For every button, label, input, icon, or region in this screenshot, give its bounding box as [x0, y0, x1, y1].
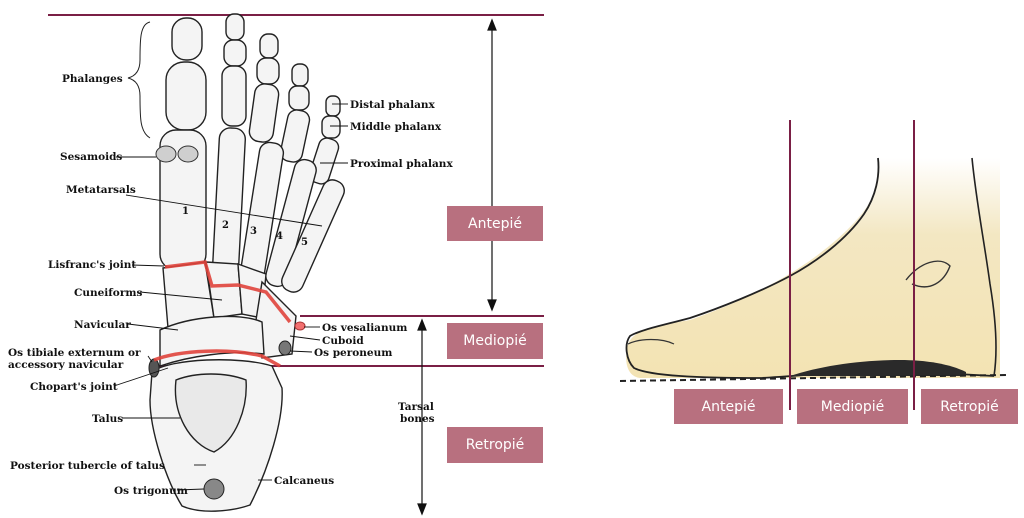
antepie-region-label-left: Antepié: [447, 206, 543, 241]
retropie-region-label-right: Retropié: [921, 389, 1018, 424]
mediopie-region-label-right: Mediopié: [797, 389, 908, 424]
retropie-region-label-left: Retropié: [447, 427, 543, 463]
mediopie-region-label-left: Mediopié: [447, 323, 543, 359]
antepie-region-label-right: Antepié: [674, 389, 783, 424]
foot-silhouette: [626, 158, 1000, 378]
